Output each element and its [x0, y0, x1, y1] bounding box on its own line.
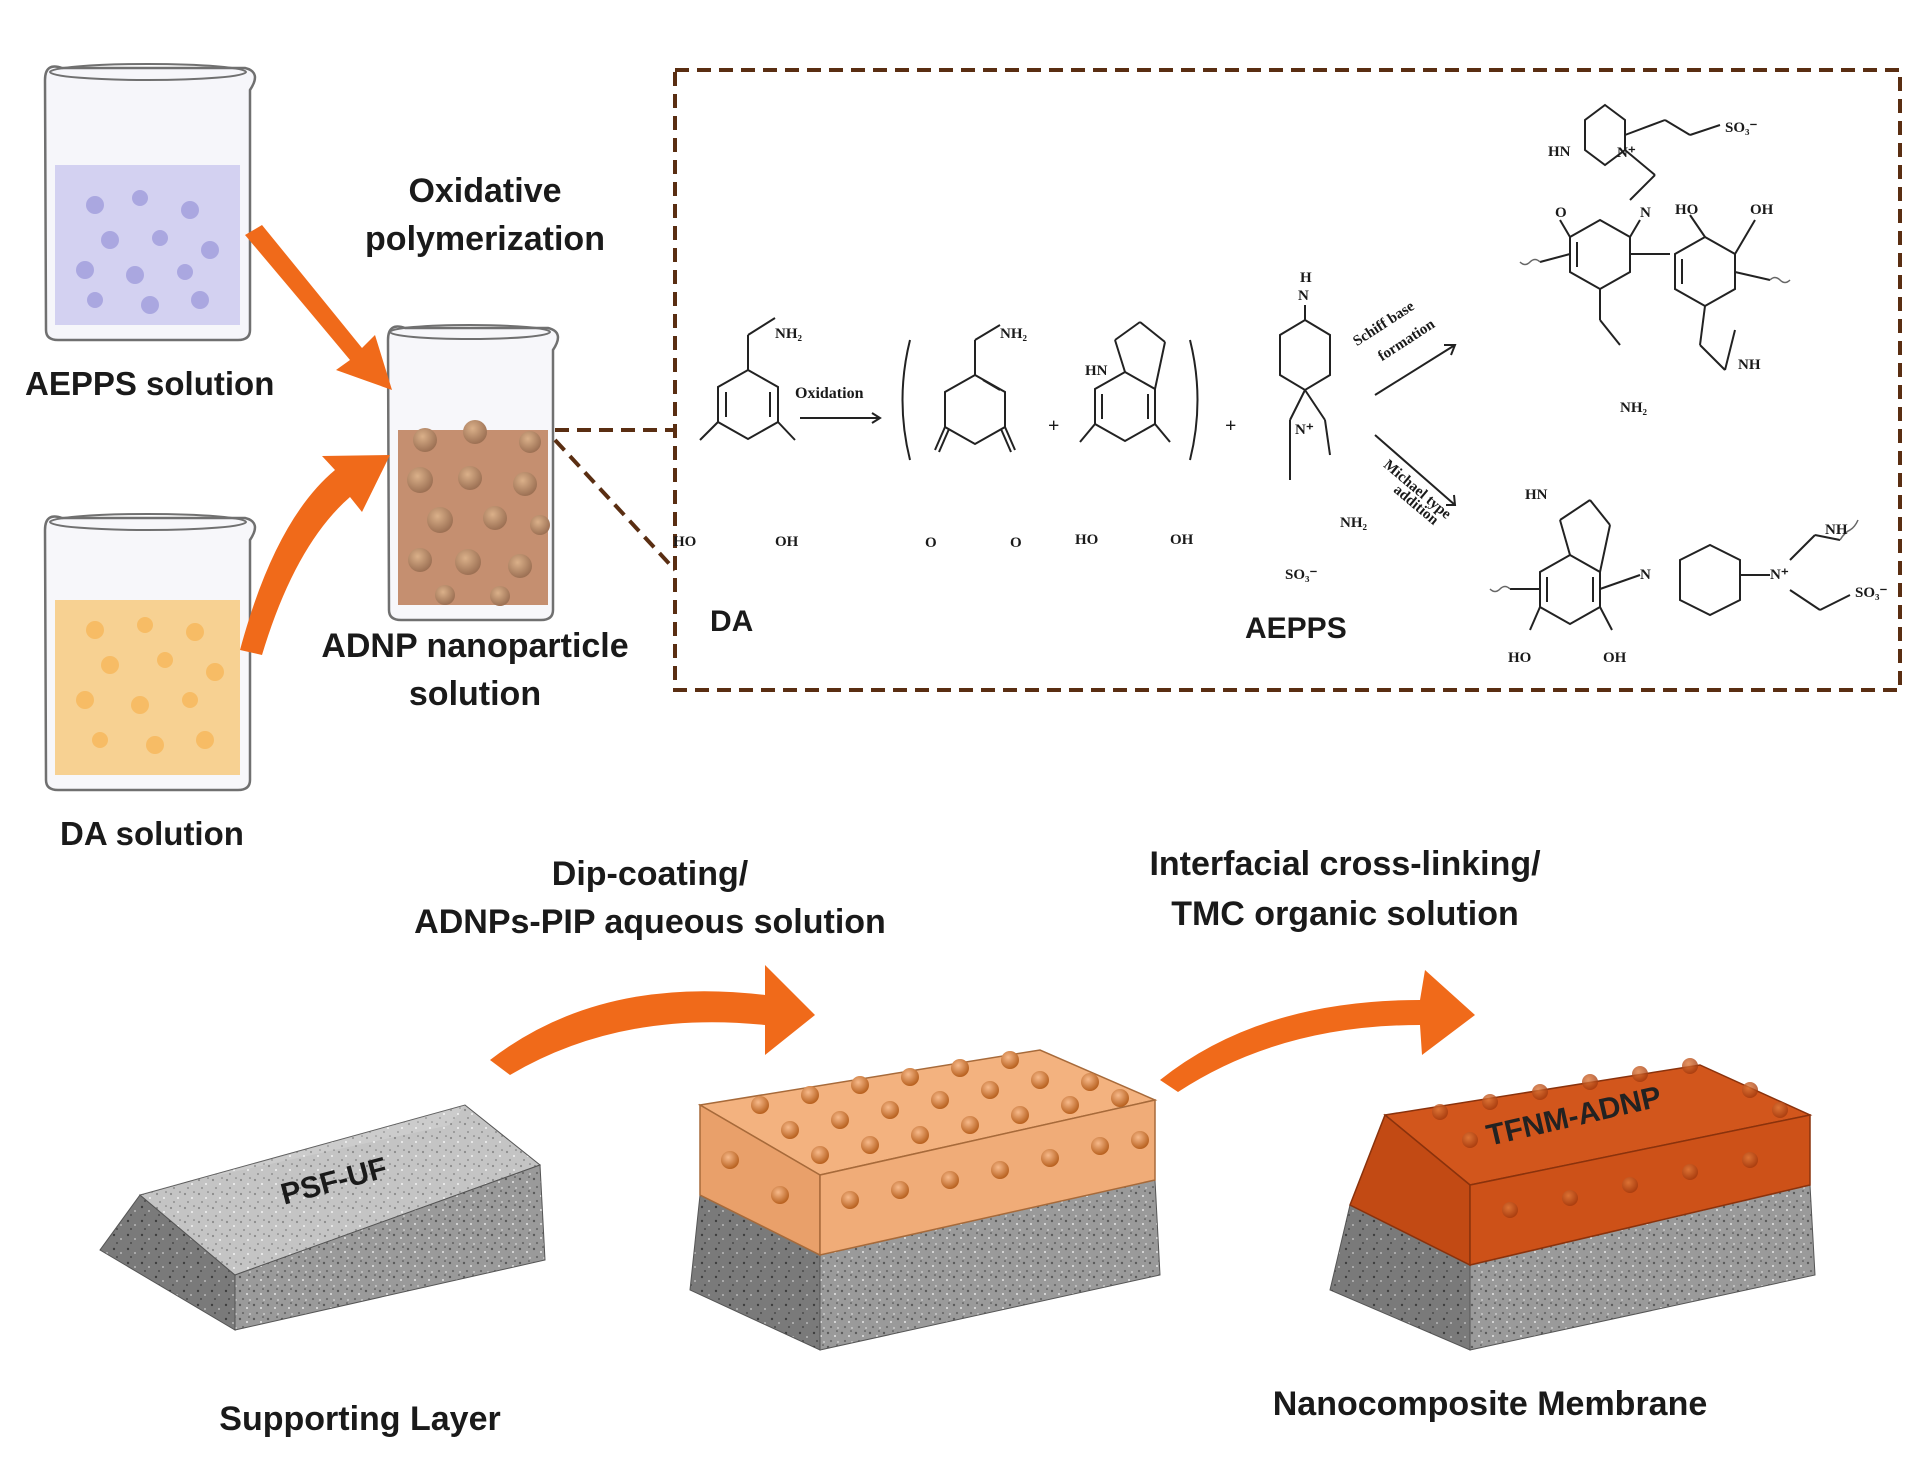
- p2-hn: HN: [1525, 487, 1548, 503]
- arrow-aepps-to-adnp: [245, 225, 392, 390]
- oxidation-text: Oxidation: [795, 385, 864, 402]
- aepps-n-plus: N⁺: [1295, 422, 1314, 438]
- arrow-crosslinking: [1160, 970, 1475, 1092]
- p2-n-plus: N⁺: [1770, 567, 1789, 583]
- adnp-label-2: solution: [408, 675, 542, 713]
- connector-bottom: [553, 438, 677, 572]
- quinone-nh2: NH₂: [1000, 326, 1027, 342]
- quinone-o-1: O: [925, 535, 937, 551]
- plus-2: +: [1225, 415, 1237, 437]
- p1-ho: HO: [1675, 202, 1699, 218]
- psf-uf-block: [99, 1104, 546, 1331]
- aepps-so3: SO₃⁻: [1285, 567, 1318, 583]
- p1-n: N: [1640, 205, 1651, 221]
- coated-block: [689, 1049, 1161, 1351]
- adnp-beaker: [386, 324, 560, 622]
- aepps-solution-label: AEPPS solution: [25, 365, 275, 402]
- p1-so3: SO₃⁻: [1725, 120, 1758, 136]
- p2-oh: OH: [1603, 650, 1627, 666]
- quinone-o-2: O: [1010, 535, 1022, 551]
- p2-so3: SO₃⁻: [1855, 585, 1888, 601]
- p2-nh: NH: [1825, 522, 1848, 538]
- p2-ho: HO: [1508, 650, 1532, 666]
- p2-n: N: [1640, 567, 1651, 583]
- da-nh2: NH₂: [775, 326, 802, 342]
- aepps-nh2: NH₂: [1340, 515, 1367, 531]
- chemical-structures: [699, 103, 1851, 631]
- plus-1: +: [1048, 415, 1060, 437]
- p1-nh: NH: [1738, 357, 1761, 373]
- dhi-oh: OH: [1170, 532, 1194, 548]
- p1-n-plus: N⁺: [1617, 145, 1636, 161]
- oxidative-label-2: polymerization: [365, 220, 605, 258]
- dhi-hn: HN: [1085, 363, 1108, 379]
- da-label: DA: [710, 605, 754, 638]
- tfnm-block: [1329, 1058, 1816, 1351]
- da-beaker: [43, 513, 257, 792]
- aepps-n: N: [1298, 288, 1309, 304]
- da-ho: HO: [673, 534, 697, 550]
- arrow-dip-coating: [490, 965, 815, 1075]
- p1-hn: HN: [1548, 144, 1571, 160]
- p1-nh2: NH₂: [1620, 400, 1647, 416]
- oxidative-label-1: Oxidative: [408, 172, 562, 210]
- aepps-beaker: [43, 63, 257, 342]
- arrow-da-to-adnp: [240, 455, 390, 655]
- supporting-layer-label: Supporting Layer: [219, 1400, 501, 1438]
- nanocomposite-membrane-label: Nanocomposite Membrane: [1272, 1385, 1708, 1423]
- aepps-label: AEPPS: [1245, 612, 1347, 645]
- aepps-h: H: [1300, 270, 1312, 286]
- adnp-label-1: ADNP nanoparticle: [321, 627, 629, 665]
- interfacial-label-2: TMC organic solution: [1171, 895, 1519, 933]
- da-oh: OH: [775, 534, 799, 550]
- interfacial-label-1: Interfacial cross-linking/: [1149, 845, 1541, 883]
- dip-label-1: Dip-coating/: [551, 855, 749, 893]
- da-solution-label: DA solution: [60, 815, 244, 852]
- dhi-ho: HO: [1075, 532, 1099, 548]
- reaction-box: [673, 68, 1902, 692]
- p1-o: O: [1555, 205, 1567, 221]
- p1-oh: OH: [1750, 202, 1774, 218]
- dip-label-2: ADNPs-PIP aqueous solution: [414, 903, 886, 941]
